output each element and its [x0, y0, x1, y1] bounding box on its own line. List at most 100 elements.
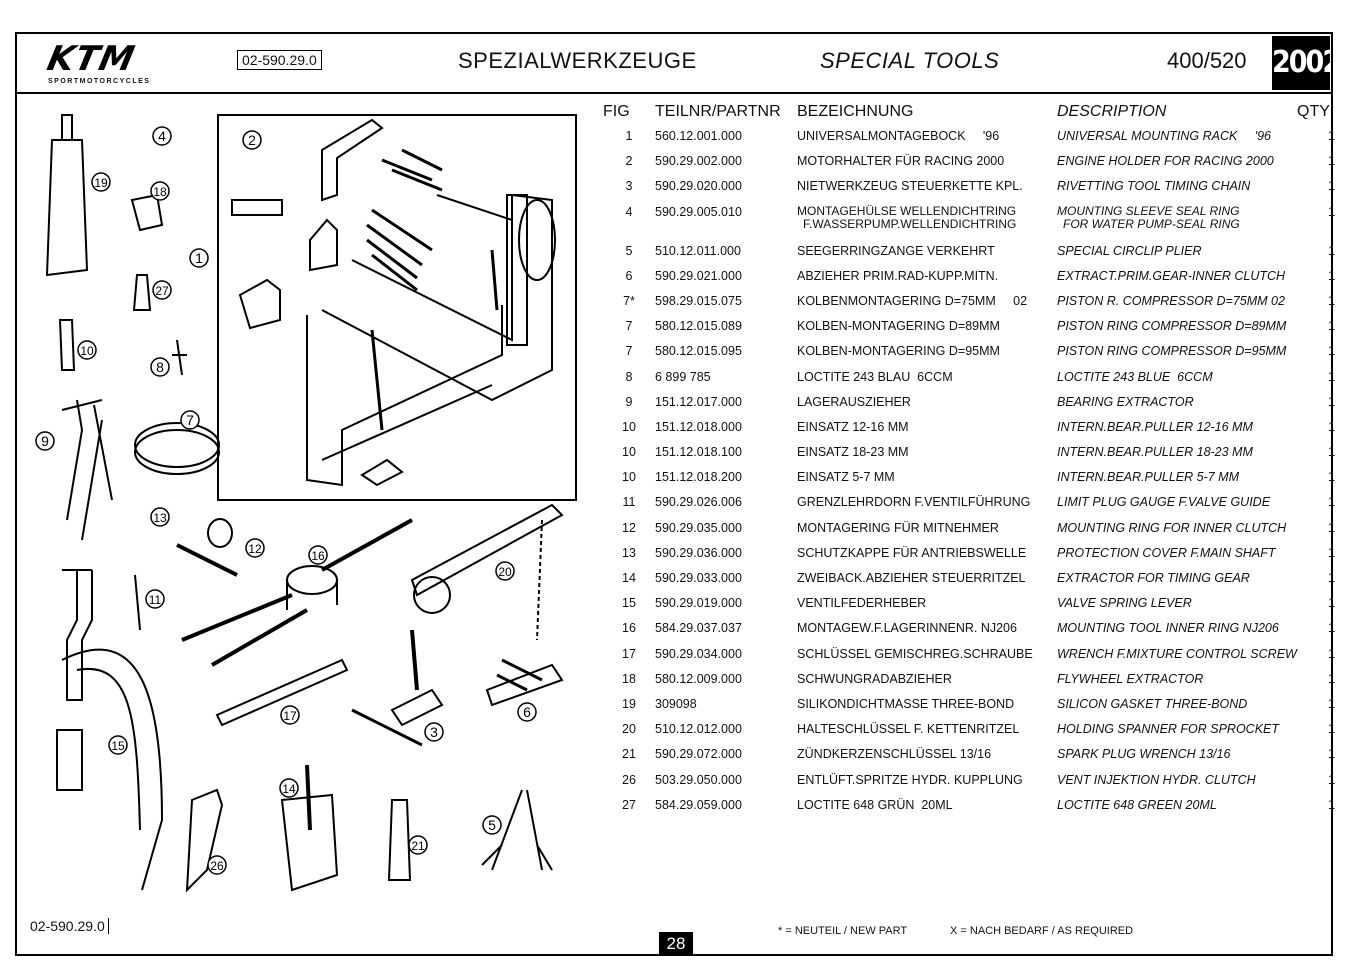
cell-part-number: 309098	[655, 696, 697, 711]
cell-fig: 27	[622, 797, 636, 812]
cell-qty: 1	[1328, 419, 1335, 434]
cell-fig: 3	[625, 179, 633, 194]
callout-2: 2	[242, 130, 262, 150]
svg-text:13: 13	[153, 511, 167, 525]
cell-part-number: 580.12.009.000	[655, 671, 742, 686]
cell-fig: 17	[622, 646, 636, 661]
cell-part-number: 590.29.033.000	[655, 571, 742, 585]
cell-german: ENTLÜFT.SPRITZE HYDR. KUPPLUNG	[797, 772, 1023, 787]
cell-part-number: 151.12.018.000	[655, 419, 742, 434]
cell-german: MOTORHALTER FÜR RACING 2000	[797, 154, 1005, 169]
cell-german: EINSATZ 5-7 MM	[797, 470, 895, 485]
cell-english: SILICON GASKET THREE-BOND	[1057, 696, 1248, 711]
callout-21: 21	[408, 835, 428, 855]
cell-part-number: 590.29.005.010	[655, 204, 742, 219]
callout-4: 4	[152, 126, 172, 146]
cell-english: LOCTITE 243 BLUE 6CCM	[1057, 369, 1213, 384]
cell-part-number: 151.12.018.100	[655, 445, 742, 460]
cell-part-number: 590.29.002.000	[655, 154, 742, 169]
cell-fig: 19	[622, 696, 636, 711]
svg-text:10: 10	[80, 344, 94, 358]
svg-text:26: 26	[210, 859, 224, 873]
callout-8: 8	[150, 357, 170, 377]
cell-german: VENTILFEDERHEBER	[797, 596, 927, 611]
callout-5: 5	[482, 815, 502, 835]
cell-english: PISTON RING COMPRESSOR D=95MM	[1057, 344, 1287, 359]
callout-14: 14	[279, 778, 299, 798]
cell-english: LIMIT PLUG GAUGE F.VALVE GUIDE	[1057, 495, 1271, 510]
cell-qty: 1	[1328, 319, 1335, 334]
cell-german: SCHWUNGRADABZIEHER	[797, 671, 952, 686]
special-tools-parts-table: FIG TEILNR/PARTNR BEZEICHNUNG DESCRIPTIO…	[603, 103, 1335, 820]
cell-part-number: 6 899 785	[655, 369, 711, 384]
cell-fig: 12	[622, 520, 636, 535]
cell-fig: 10	[622, 470, 636, 485]
callout-17: 17	[280, 705, 300, 725]
cell-english: PISTON R. COMPRESSOR D=75MM 02	[1057, 293, 1285, 308]
cell-part-number: 590.29.021.000	[655, 268, 742, 283]
cell-fig: 13	[622, 545, 636, 560]
cell-english: SPECIAL CIRCLIP PLIER	[1057, 243, 1202, 258]
svg-text:7: 7	[186, 412, 194, 428]
cell-english-line2: FOR WATER PUMP-SEAL RING	[1063, 216, 1240, 231]
callout-19: 19	[91, 172, 111, 192]
table-header-row: FIG TEILNR/PARTNR BEZEICHNUNG DESCRIPTIO…	[603, 103, 1335, 126]
cell-fig: 8	[625, 369, 633, 384]
svg-text:1: 1	[195, 250, 203, 266]
cell-fig: 21	[622, 747, 636, 762]
callout-9: 9	[35, 431, 55, 451]
cell-part-number: 584.29.059.000	[655, 797, 742, 812]
column-header-english-description: DESCRIPTION	[1057, 103, 1167, 120]
cell-english: EXTRACTOR FOR TIMING GEAR	[1057, 571, 1250, 585]
callout-6: 6	[517, 702, 537, 722]
cell-qty: 1	[1328, 293, 1335, 308]
cell-english: UNIVERSAL MOUNTING RACK '96	[1057, 129, 1272, 143]
cell-qty: 1	[1328, 797, 1335, 812]
cell-german: MONTAGERING FÜR MITNEHMER	[797, 520, 999, 535]
page-title-german: SPEZIALWERKZEUGE	[458, 48, 697, 73]
logo-subline: SPORTMOTORCYCLES	[48, 78, 151, 85]
cell-fig: 6	[625, 268, 633, 283]
cell-english: MOUNTING RING FOR INNER CLUTCH	[1057, 520, 1287, 535]
cell-part-number: 590.29.034.000	[655, 646, 742, 661]
svg-text:6: 6	[523, 704, 531, 720]
cell-fig: 14	[622, 571, 636, 585]
svg-text:27: 27	[155, 284, 169, 298]
cell-english: INTERN.BEAR.PULLER 18-23 MM	[1057, 445, 1253, 460]
cell-part-number: 151.12.018.200	[655, 470, 742, 485]
cell-german: SEEGERRINGZANGE VERKEHRT	[797, 243, 995, 258]
cell-english: PROTECTION COVER F.MAIN SHAFT	[1057, 545, 1276, 560]
cell-english: FLYWHEEL EXTRACTOR	[1057, 671, 1204, 686]
svg-text:2: 2	[248, 132, 256, 148]
cell-qty: 1	[1328, 445, 1335, 460]
cell-fig: 7*	[623, 293, 635, 308]
cell-part-number: 590.29.072.000	[655, 747, 742, 762]
page-number: 28	[659, 932, 693, 956]
cell-qty: 1	[1328, 154, 1335, 169]
callout-1: 1	[189, 248, 209, 268]
cell-fig: 16	[622, 621, 636, 636]
cell-german: KOLBEN-MONTAGERING D=95MM	[797, 344, 1000, 359]
cell-fig: 7	[625, 319, 633, 334]
svg-text:21: 21	[411, 839, 425, 853]
cell-qty: 1	[1328, 747, 1335, 762]
special-tools-illustration: 1 2 3 4 5 6 7 8 9 10 11 12 13 14 15 16 1…	[35, 114, 577, 893]
cell-qty: 1	[1328, 470, 1335, 485]
callout-12: 12	[245, 538, 265, 558]
